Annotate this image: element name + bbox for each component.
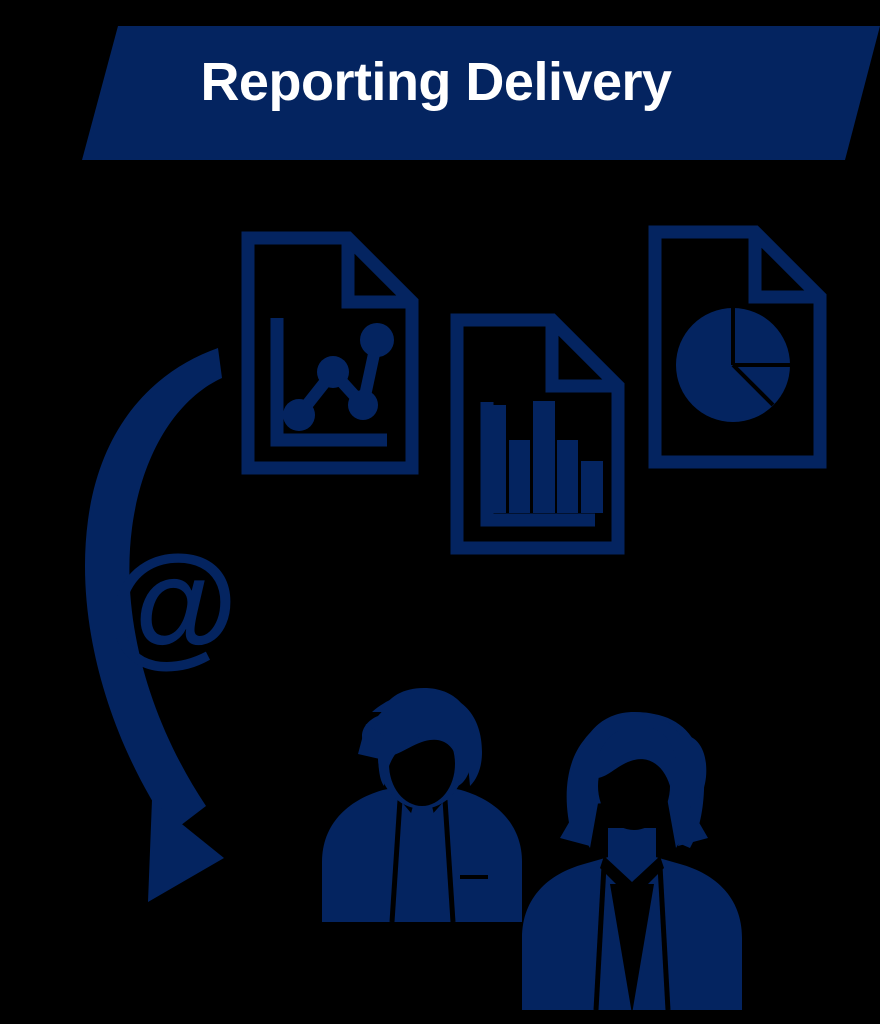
document-pie-chart-icon bbox=[648, 225, 827, 469]
at-sign-icon: @ bbox=[106, 527, 239, 679]
curved-arrow-icon bbox=[84, 348, 224, 902]
businessman-avatar-icon bbox=[322, 688, 522, 923]
banner: Reporting Delivery bbox=[0, 0, 880, 180]
page-title: Reporting Delivery bbox=[200, 52, 672, 112]
document-line-chart-icon bbox=[241, 231, 419, 475]
document-bar-chart-icon bbox=[450, 313, 625, 555]
svg-text:@: @ bbox=[106, 527, 239, 679]
businesswoman-avatar-icon bbox=[522, 712, 742, 1014]
banner-background-shape bbox=[82, 26, 880, 160]
